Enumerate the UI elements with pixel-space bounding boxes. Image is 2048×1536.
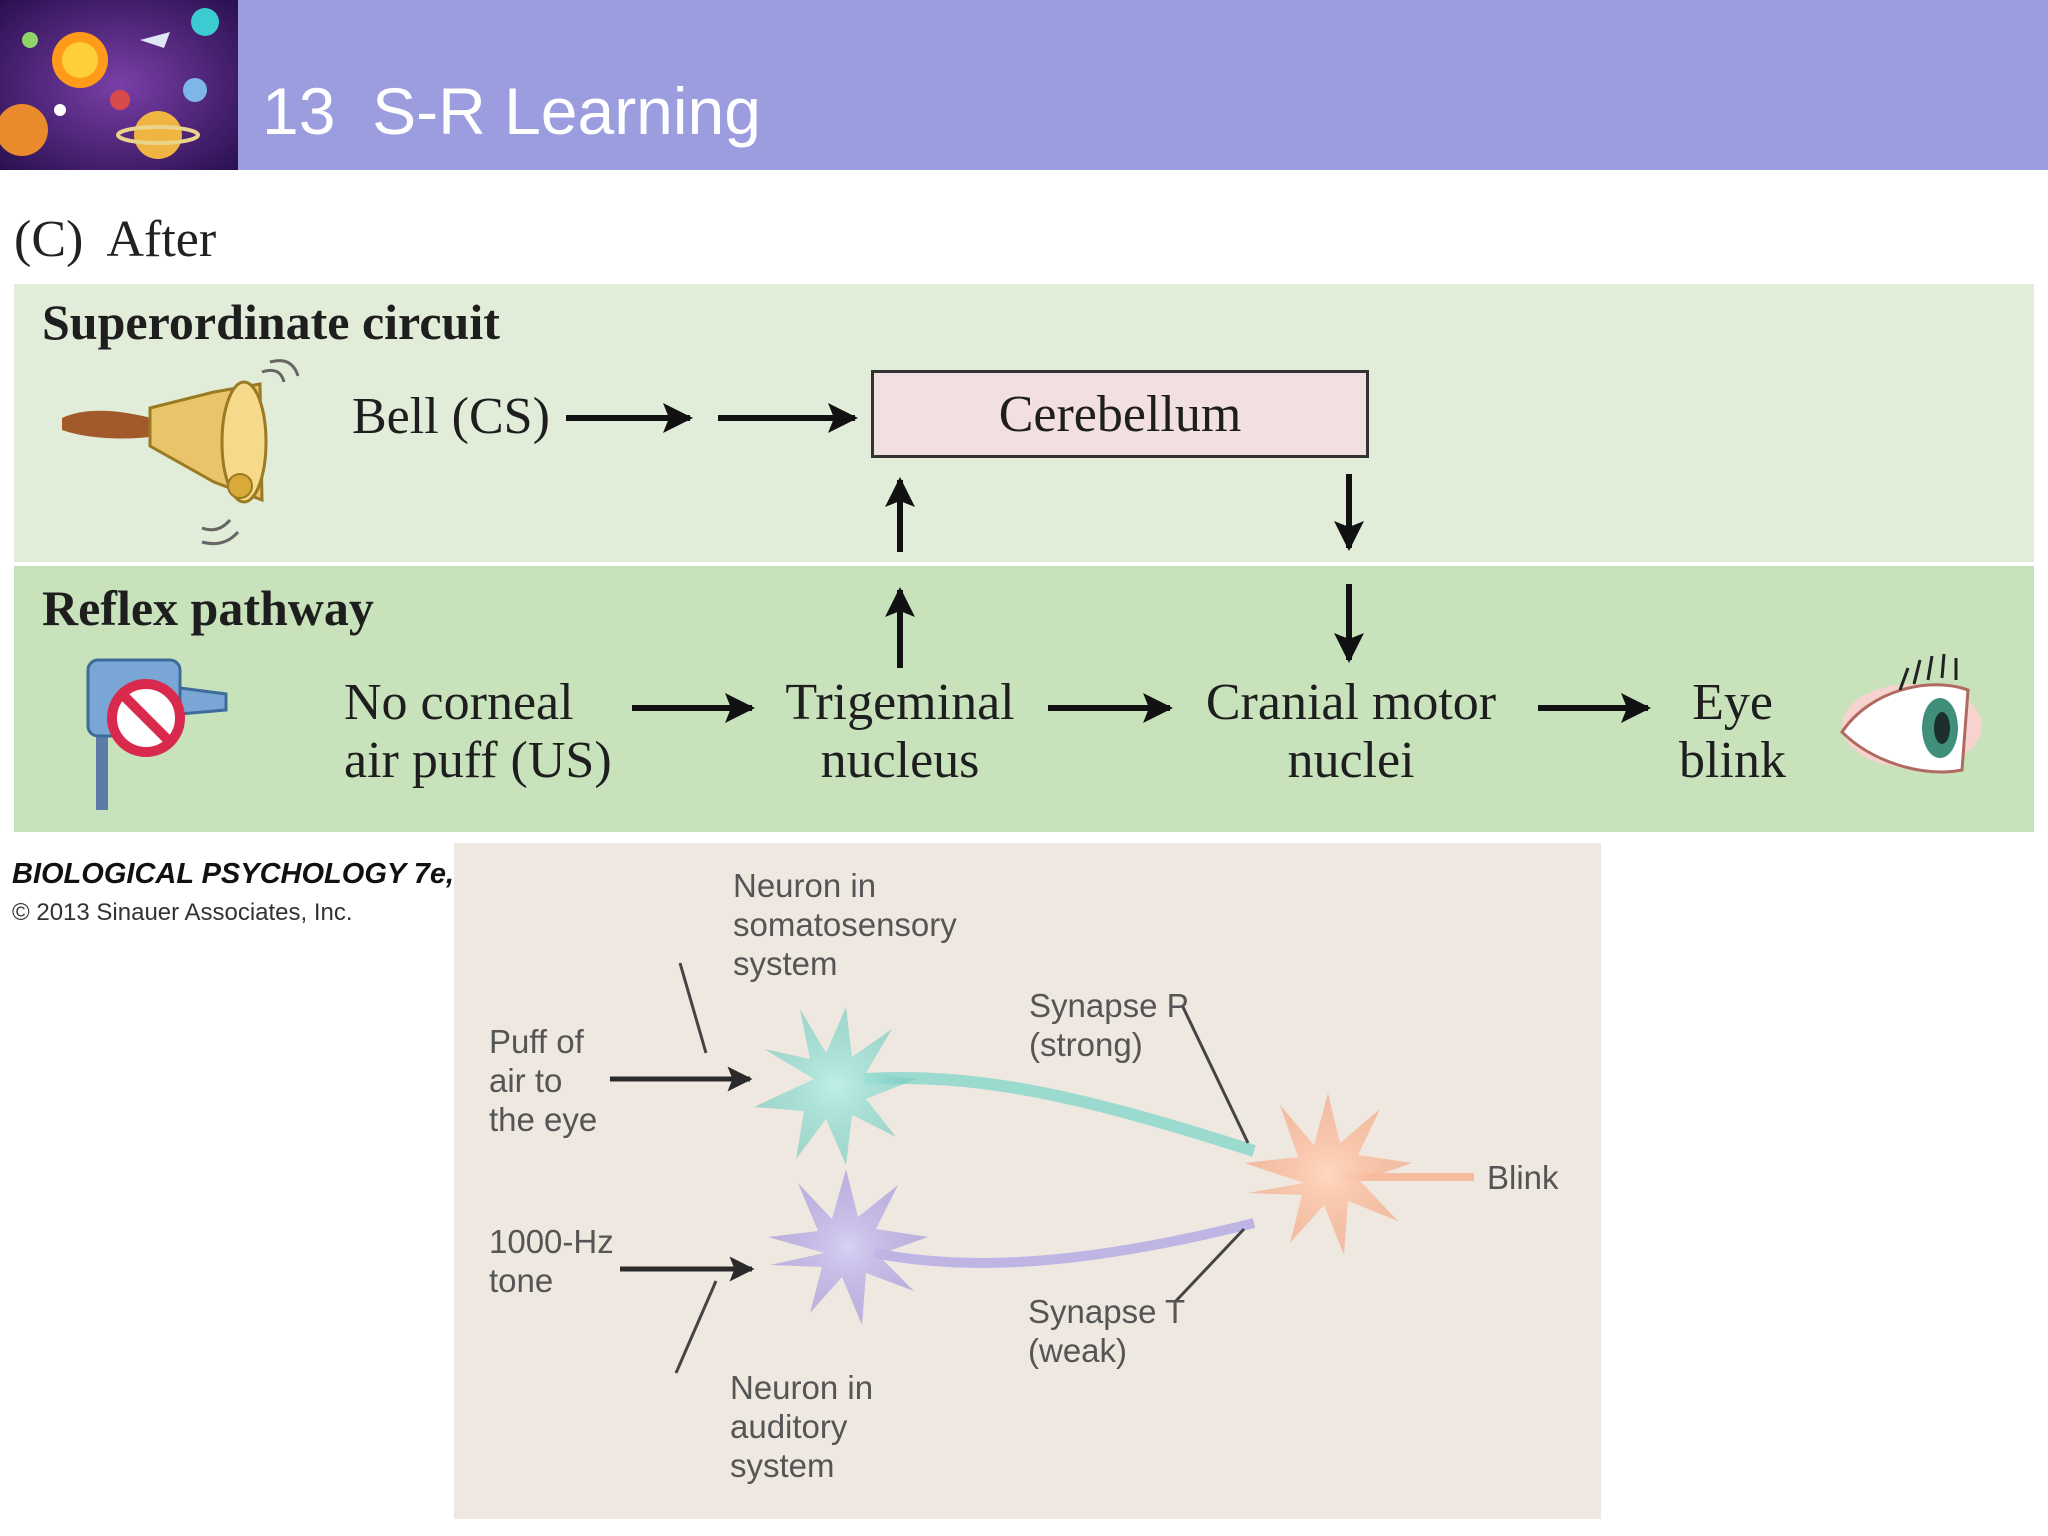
motor-neuron-icon [1244, 1093, 1412, 1255]
cerebellum-label: Cerebellum [998, 386, 1242, 443]
aud-line-2: auditory [730, 1407, 848, 1445]
puff-line-2: air to [489, 1061, 563, 1099]
aud-line-3: system [730, 1446, 835, 1484]
somato-leader [678, 962, 708, 1054]
trigeminal-nucleus-label: Trigeminal nucleus [760, 674, 1040, 790]
slide-title: 13 S-R Learning [262, 74, 761, 148]
stimulus-line-1: No corneal [344, 674, 574, 731]
synT-line-1: Synapse T [1028, 1293, 1186, 1330]
eye-blink-label: Eye blink [1650, 674, 1815, 790]
somato-line-2: somatosensory [733, 905, 957, 943]
auditory-neuron-icon [768, 1169, 928, 1325]
header-bar [0, 0, 2048, 170]
response-line-2: blink [1679, 732, 1786, 790]
panel-label: (C) After [14, 211, 217, 268]
tone-line-1: 1000-Hz [489, 1223, 614, 1260]
cerebellum-box: Cerebellum [871, 370, 1369, 458]
synT-line-2: (weak) [1028, 1331, 1128, 1369]
synapse-t-label: Synapse T (weak) [1028, 1293, 1185, 1371]
stimulus-line-2: air puff (US) [344, 732, 612, 790]
book-title: BIOLOGICAL PSYCHOLOGY 7e, [12, 858, 455, 890]
neuron-figure: Neuron in somatosensory system Puff of a… [454, 843, 1601, 1519]
synapse-p-label: Synapse P (strong) [1029, 987, 1189, 1065]
somato-line-1: Neuron in [733, 867, 877, 904]
solar-system-logo-icon [0, 0, 238, 170]
trigeminal-line-2: nucleus [820, 732, 980, 790]
synP-line-2: (strong) [1029, 1025, 1143, 1063]
reflex-band [14, 566, 2034, 832]
puff-line-3: the eye [489, 1100, 598, 1138]
somatosensory-neuron-label: Neuron in somatosensory system [733, 867, 957, 984]
copyright-line: © 2013 Sinauer Associates, Inc. [12, 899, 353, 926]
cranial-line-2: nuclei [1287, 732, 1415, 790]
somato-line-3: system [733, 944, 838, 982]
book-credit: BIOLOGICAL PSYCHOLOGY 7e, © 2013 Sinauer… [12, 858, 454, 927]
puff-label: Puff of air to the eye [489, 1023, 597, 1140]
aud-leader [674, 1280, 718, 1374]
puff-line-1: Puff of [489, 1023, 584, 1060]
bell-cs-label: Bell (CS) [352, 388, 550, 445]
auditory-neuron-label: Neuron in auditory system [730, 1369, 873, 1486]
synT-leader [1172, 1227, 1246, 1305]
neuron-drawing [610, 962, 1474, 1374]
cranial-motor-nuclei-label: Cranial motor nuclei [1176, 674, 1526, 790]
synP-line-1: Synapse P [1029, 987, 1189, 1024]
blink-label: Blink [1487, 1159, 1559, 1196]
tone-line-2: tone [489, 1261, 554, 1299]
superordinate-title: Superordinate circuit [42, 294, 500, 350]
auditory-axon [873, 1218, 1256, 1268]
trigeminal-line-1: Trigeminal [785, 674, 1015, 731]
aud-line-1: Neuron in [730, 1369, 874, 1406]
tone-label: 1000-Hz tone [489, 1223, 614, 1301]
no-corneal-air-puff-label: No corneal air puff (US) [344, 674, 612, 790]
somato-axon [863, 1072, 1256, 1157]
synP-leader [1180, 1004, 1250, 1144]
reflex-title: Reflex pathway [42, 580, 374, 636]
response-line-1: Eye [1692, 674, 1773, 731]
somatosensory-neuron-icon [754, 1007, 916, 1165]
cranial-line-1: Cranial motor [1205, 674, 1497, 731]
